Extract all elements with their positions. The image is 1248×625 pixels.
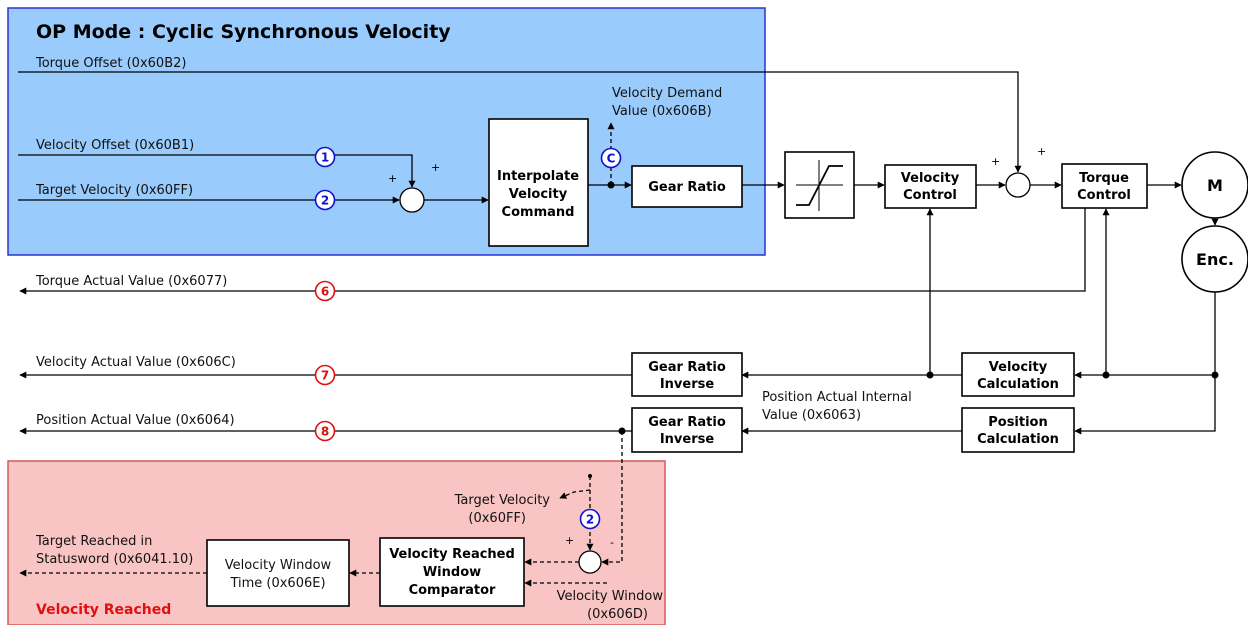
target-velocity-label: Target Velocity (0x60FF)	[35, 183, 193, 198]
gear-ratio-inverse-velocity-block	[631, 352, 743, 397]
velocity-demand-label-1: Velocity Demand	[612, 86, 722, 101]
velocity-calculation-block	[961, 352, 1075, 397]
torque-actual-line	[19, 208, 1086, 295]
velocity-feedback-dot	[926, 371, 934, 379]
position-internal-label-2: Value (0x6063)	[762, 408, 861, 423]
encoder-label: Enc.	[1196, 250, 1234, 269]
dashed-velocity-feedback-line	[601, 431, 623, 566]
marker-2: 2	[314, 189, 336, 211]
comparator-line-1: Velocity Reached	[389, 547, 515, 562]
encoder-tap-dot	[1211, 371, 1219, 379]
marker-c-text: C	[607, 152, 616, 166]
gear-ratio-inverse-position-block	[631, 407, 743, 453]
marker-8: 8	[314, 420, 336, 442]
marker-7-text: 7	[321, 369, 329, 383]
window-time-line-2: Time (0x606E)	[229, 576, 325, 591]
motor-label: M	[1207, 176, 1223, 195]
marker-6: 6	[314, 280, 336, 302]
comparator-line-2: Window	[423, 565, 481, 580]
velocity-offset-label: Velocity Offset (0x60B1)	[36, 138, 194, 153]
sum-sign-plus-2: +	[431, 161, 440, 174]
torque-control-line-2: Control	[1077, 188, 1131, 203]
velocity-control-line-1: Velocity	[901, 171, 960, 186]
velocity-calculation-line-2: Calculation	[977, 377, 1059, 392]
sum-sign-plus-3: +	[991, 155, 1000, 168]
position-actual-label: Position Actual Value (0x6064)	[36, 413, 235, 428]
position-calculation-line-2: Calculation	[977, 432, 1059, 447]
marker-1: 1	[314, 146, 336, 168]
encoder-to-velocity-calc-line	[1074, 292, 1216, 379]
gear-inverse-1-line-1: Gear Ratio	[648, 360, 726, 375]
gear-inverse-1-line-2: Inverse	[660, 377, 715, 392]
marker-2-text: 2	[321, 194, 329, 208]
target-reached-label-1: Target Reached in	[35, 534, 152, 549]
velocity-actual-label: Velocity Actual Value (0x606C)	[36, 355, 236, 370]
sum-sign-plus-1: +	[388, 172, 397, 185]
gear-ratio-block	[631, 165, 743, 208]
position-internal-label-1: Position Actual Internal	[762, 390, 912, 405]
sum-sign-minus: -	[610, 536, 614, 549]
torque-offset-line	[18, 71, 1022, 173]
window-time-line-1: Velocity Window	[225, 558, 332, 573]
marker-6-text: 6	[321, 285, 329, 299]
torque-offset-label: Torque Offset (0x60B2)	[35, 56, 186, 71]
op-mode-region	[7, 7, 766, 256]
velocity-control-block	[884, 164, 977, 209]
gear-inverse-2-line-2: Inverse	[660, 432, 715, 447]
velocity-control-line-2: Control	[903, 188, 957, 203]
op-mode-title: OP Mode : Cyclic Synchronous Velocity	[36, 21, 451, 43]
sum-junction-velocity-reached	[578, 550, 602, 574]
velocity-window-label-1: Velocity Window	[557, 589, 664, 604]
velocity-calc-tap-dot	[1102, 371, 1110, 379]
target-velocity-ref-dot	[588, 474, 592, 478]
marker-1-text: 1	[321, 151, 329, 165]
target-reached-label-2: Statusword (0x6041.10)	[36, 552, 193, 567]
target-velocity-ref-branch	[559, 489, 591, 499]
velocity-reached-comparator-block	[379, 537, 525, 607]
torque-actual-label: Torque Actual Value (0x6077)	[35, 274, 227, 289]
marker-8-text: 8	[321, 425, 329, 439]
interpolate-line-3: Command	[502, 205, 575, 220]
comparator-line-3: Comparator	[409, 583, 496, 598]
velocity-calculation-line-1: Velocity	[989, 360, 1048, 375]
velocity-offset-line	[18, 154, 416, 188]
torque-control-line-1: Torque	[1079, 171, 1129, 186]
limiter-icon	[796, 160, 843, 211]
target-velocity-ref-label-2: (0x60FF)	[468, 511, 526, 526]
encoder-to-position-calc-line	[1074, 375, 1216, 435]
sum-junction-torque	[1005, 172, 1031, 198]
position-calculation-block	[961, 407, 1075, 453]
interpolate-line-1: Interpolate	[497, 169, 579, 184]
sum-junction-velocity	[399, 187, 425, 213]
velocity-window-time-block	[206, 539, 350, 607]
interpolate-velocity-command-block	[488, 118, 589, 247]
gear-inverse-2-line-1: Gear Ratio	[648, 415, 726, 430]
marker-7: 7	[314, 364, 336, 386]
velocity-reached-title: Velocity Reached	[36, 602, 171, 618]
velocity-demand-label-2: Value (0x606B)	[612, 104, 712, 119]
gear-ratio-label: Gear Ratio	[648, 180, 726, 195]
position-calculation-line-1: Position	[988, 415, 1048, 430]
velocity-window-label-2: (0x606D)	[587, 607, 648, 622]
marker-2-reached: 2	[579, 508, 601, 530]
sum-sign-plus-5: +	[565, 534, 574, 547]
sum-sign-plus-4: +	[1037, 145, 1046, 158]
marker-c: C	[600, 147, 622, 169]
marker-2b-text: 2	[586, 513, 594, 527]
interpolate-line-2: Velocity	[509, 187, 568, 202]
target-velocity-ref-label-1: Target Velocity	[454, 493, 551, 508]
torque-control-block	[1061, 163, 1148, 209]
